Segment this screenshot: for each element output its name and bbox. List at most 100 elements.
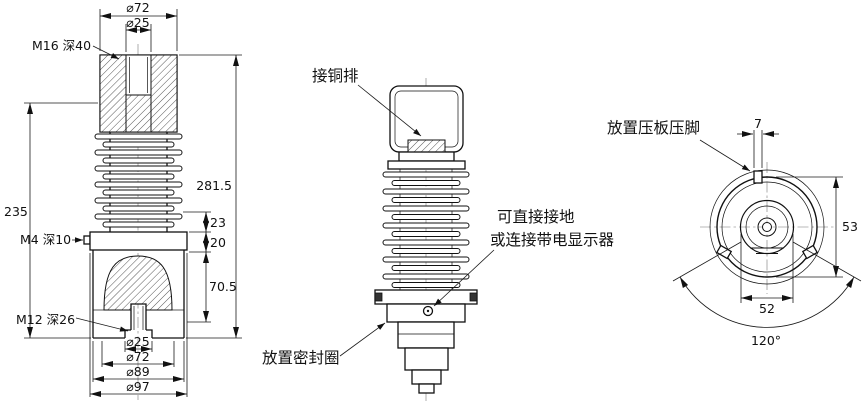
dimension-text: 23 bbox=[210, 215, 226, 230]
leader-line bbox=[75, 317, 129, 332]
inner-ring-1 bbox=[721, 181, 813, 273]
dimension-text: 70.5 bbox=[209, 279, 237, 294]
dim-bottom-bore-dia: ⌀25 bbox=[124, 334, 153, 352]
dim-width-52: 52 bbox=[740, 234, 794, 316]
dim-bottom-skirt-dia: ⌀89 bbox=[92, 341, 185, 382]
angle-arc bbox=[679, 276, 855, 328]
rib bbox=[382, 256, 470, 263]
dim-step-23: 23 bbox=[183, 211, 226, 233]
leader-line bbox=[699, 139, 751, 172]
thread-label: M16 深40 bbox=[32, 38, 91, 53]
thread-label: M4 深10 bbox=[20, 232, 71, 247]
stem-middle bbox=[404, 347, 449, 371]
stem-nub bbox=[418, 383, 435, 394]
rib bbox=[94, 181, 183, 188]
rib bbox=[391, 180, 461, 186]
callout-copper-busbar: 接铜排 bbox=[312, 67, 422, 137]
callout-label: 放置压板压脚 bbox=[607, 119, 700, 137]
rib bbox=[102, 173, 175, 180]
dimension-text: ⌀89 bbox=[126, 364, 149, 379]
callout-m16-thread: M16 深40 bbox=[32, 38, 120, 60]
leader-line bbox=[357, 84, 422, 137]
dimension-text: 53 bbox=[842, 219, 858, 234]
leader-line bbox=[339, 322, 386, 357]
section-hatch-wall-right bbox=[150, 54, 178, 133]
rib bbox=[382, 273, 470, 280]
bolt-slot bbox=[374, 292, 383, 302]
thread-label: M12 深26 bbox=[16, 312, 75, 327]
dimension-text: 52 bbox=[759, 301, 775, 316]
rib bbox=[382, 188, 470, 195]
rib bbox=[94, 149, 183, 156]
dimension-text: 120° bbox=[751, 333, 781, 348]
stem-upper bbox=[397, 321, 455, 349]
rib bbox=[94, 133, 183, 140]
angle-line bbox=[792, 241, 862, 282]
rib bbox=[391, 231, 461, 237]
m4-boss bbox=[83, 235, 91, 245]
section-hatch-under-bore bbox=[125, 94, 152, 133]
dim-step-20: 20 bbox=[189, 232, 226, 253]
dimension-text: 20 bbox=[210, 235, 226, 250]
rib bbox=[94, 165, 183, 172]
dim-bottom-inner-dia: ⌀72 bbox=[101, 341, 175, 367]
rib bbox=[102, 141, 175, 148]
callout-m12-thread: M12 深26 bbox=[16, 312, 129, 332]
dimension-text: ⌀72 bbox=[126, 349, 149, 364]
dimension-text: ⌀97 bbox=[126, 379, 149, 394]
grounding-point-center bbox=[426, 309, 430, 313]
bolt-slot bbox=[469, 292, 478, 302]
rib bbox=[94, 213, 183, 220]
rib bbox=[382, 222, 470, 229]
callout-label: 或连接带电显示器 bbox=[490, 231, 615, 249]
section-hatch-wall-left bbox=[99, 54, 127, 133]
leader-line bbox=[433, 249, 495, 307]
rib bbox=[391, 214, 461, 220]
center-hole bbox=[762, 222, 772, 232]
base-flange bbox=[374, 289, 478, 305]
dimension-text: ⌀25 bbox=[126, 15, 149, 30]
dimension-text: ⌀72 bbox=[126, 0, 149, 15]
dim-pad-width: 7 bbox=[737, 116, 779, 168]
rib bbox=[102, 221, 175, 228]
callout-label: 可直接接地 bbox=[497, 208, 575, 226]
neck bbox=[398, 151, 455, 162]
callout-label: 放置密封圈 bbox=[262, 349, 340, 367]
mounting-plate bbox=[89, 231, 188, 251]
stem-lower bbox=[411, 369, 442, 385]
rib bbox=[382, 171, 470, 178]
rib bbox=[102, 157, 175, 164]
dimension-text: 235 bbox=[4, 204, 28, 219]
rib bbox=[102, 205, 175, 212]
dome-section bbox=[103, 255, 173, 311]
callout-pressure-pad: 放置压板压脚 bbox=[607, 119, 751, 172]
dim-angle-120: 120° bbox=[672, 241, 862, 348]
rib bbox=[382, 239, 470, 246]
dimension-text: 281.5 bbox=[196, 178, 232, 193]
rib bbox=[102, 189, 175, 196]
dim-body-height: 235 bbox=[4, 102, 98, 339]
dimension-text: 7 bbox=[754, 116, 762, 131]
callout-grounding: 可直接接地 或连接带电显示器 bbox=[433, 208, 615, 307]
m12-hole bbox=[130, 303, 147, 330]
rib bbox=[391, 282, 461, 288]
dim-top-bore-dia: ⌀25 bbox=[125, 15, 152, 52]
elevation-view: 接铜排 可直接接地 或连接带电显示器 放置密封圈 bbox=[262, 67, 615, 402]
busbar-slot bbox=[407, 139, 446, 153]
shoulder bbox=[387, 160, 466, 170]
rib bbox=[391, 197, 461, 203]
pressure-pad-notch bbox=[753, 170, 763, 184]
rib bbox=[391, 265, 461, 271]
counterbore bbox=[146, 329, 153, 338]
plan-view: 120° 7 53 52 放置压板压脚 bbox=[607, 116, 862, 348]
dim-overall-height: 281.5 bbox=[179, 54, 242, 339]
dim-top-outer-dia: ⌀72 bbox=[99, 0, 178, 51]
rib bbox=[94, 197, 183, 204]
dim-bottom-flange-dia: ⌀97 bbox=[89, 253, 188, 397]
dim-lower-height: 70.5 bbox=[187, 252, 237, 323]
center-ring bbox=[757, 217, 777, 237]
dim-height-53: 53 bbox=[776, 176, 858, 278]
callout-label: 接铜排 bbox=[312, 67, 359, 85]
section-view: ⌀72 ⌀25 M16 深40 281.5 235 23 bbox=[4, 0, 242, 400]
